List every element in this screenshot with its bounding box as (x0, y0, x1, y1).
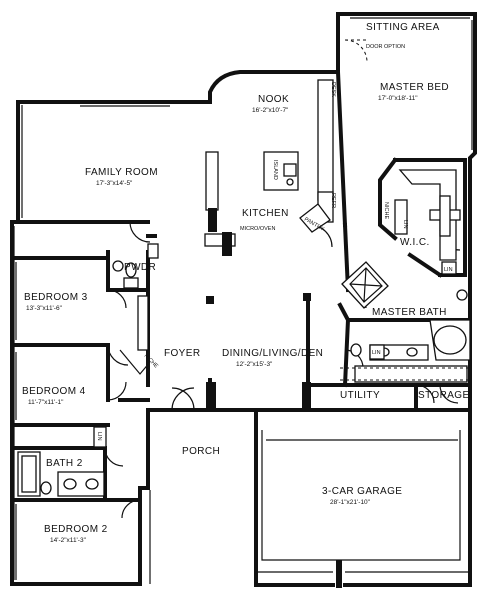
dims-bedroom2: 14'-2"x11'-3" (50, 537, 87, 544)
columns (206, 293, 311, 410)
label-refr: REFR (330, 193, 336, 208)
kitchen-fixtures (204, 79, 334, 256)
label-nook: NOOK (258, 94, 289, 105)
bath2-fixtures (17, 426, 107, 497)
label-garage: 3-CAR GARAGE (322, 486, 402, 497)
label-family-room: FAMILY ROOM (85, 167, 158, 178)
room-labels: SITTING AREA DOOR OPTION MASTER BED 17'-… (22, 22, 470, 544)
wic-fixtures (394, 169, 461, 275)
label-niche-wic: NICHE (383, 202, 389, 219)
label-lin-wic2: LIN (444, 267, 453, 273)
label-island: ISLAND (272, 160, 278, 180)
label-storage: STORAGE (418, 390, 470, 401)
label-master-bed: MASTER BED (380, 82, 449, 93)
dims-bedroom4: 11'-7"x11'-1" (28, 399, 64, 406)
door-swings (104, 39, 461, 519)
label-pwdr: PWDR (124, 262, 156, 273)
label-lin-hall: LIN (96, 432, 102, 441)
label-lin-bath: LIN (372, 350, 381, 356)
label-sitting-area: SITTING AREA (366, 22, 440, 33)
label-lin-wic: LIN (402, 220, 408, 229)
powder-room-fixtures (112, 260, 139, 289)
label-bedroom3: BEDROOM 3 (24, 292, 88, 303)
interior-walls (10, 69, 472, 502)
label-bedroom2: BEDROOM 2 (44, 524, 108, 535)
label-micro-oven: MICRO/OVEN (240, 226, 275, 232)
label-bath2: BATH 2 (46, 458, 83, 469)
windows (13, 17, 473, 584)
exterior-walls (10, 12, 477, 587)
dims-dining: 12'-2"x15'-3" (236, 361, 273, 368)
dims-bedroom3: 13'-3"x11'-6" (26, 305, 63, 312)
label-wic: W.I.C. (400, 237, 430, 248)
dims-nook: 16'-2"x10'-7" (252, 107, 289, 114)
label-desk: DESK (330, 82, 336, 97)
dims-garage: 28'-1"x21'-10" (330, 499, 371, 506)
garage-lines (256, 430, 470, 588)
label-bedroom4: BEDROOM 4 (22, 386, 86, 397)
label-kitchen: KITCHEN (242, 208, 289, 219)
label-master-bath: MASTER BATH (372, 307, 447, 318)
family-room-niche (119, 243, 159, 375)
label-dining: DINING/LIVING/DEN (222, 348, 323, 359)
label-foyer: FOYER (164, 348, 200, 359)
label-utility: UTILITY (340, 390, 380, 401)
label-door-option: DOOR OPTION (366, 44, 405, 50)
dims-family-room: 17'-3"x14'-5" (96, 180, 133, 187)
label-porch: PORCH (182, 446, 220, 457)
master-bath-fixtures (340, 261, 471, 383)
dims-master-bed: 17'-0"x18'-11" (378, 95, 418, 102)
